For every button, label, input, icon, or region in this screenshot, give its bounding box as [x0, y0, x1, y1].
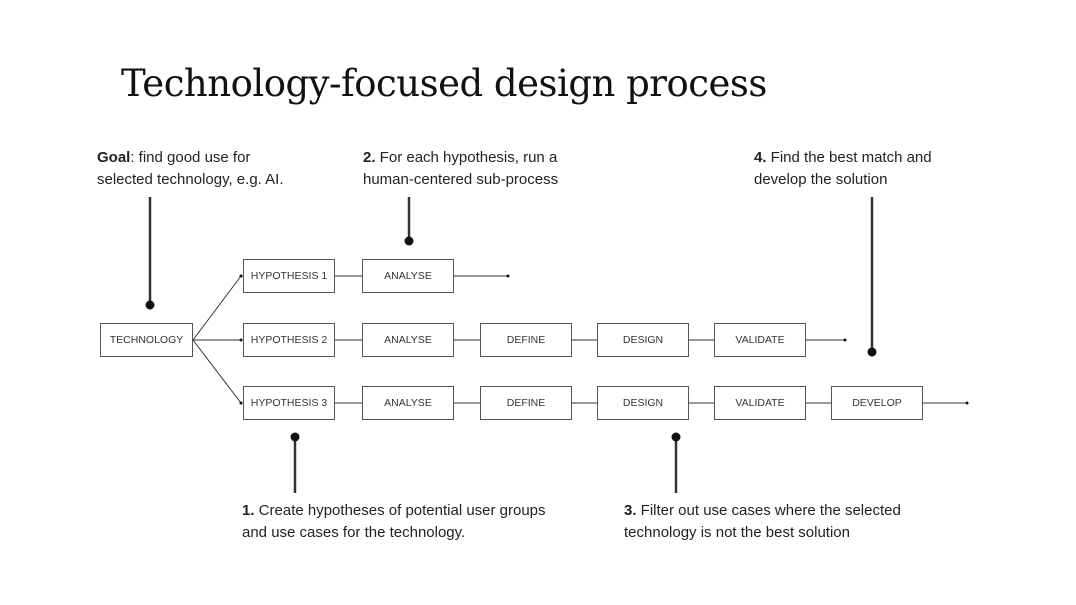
step-box-hypothesis-3: HYPOTHESIS 3: [243, 386, 335, 420]
note-step4-text: Find the best match and: [766, 149, 932, 166]
step-box-design: DESIGN: [597, 323, 689, 357]
note-step2: 2. For each hypothesis, run a human-cent…: [363, 147, 558, 191]
note-step2-text: For each hypothesis, run a: [375, 149, 558, 166]
step-box-validate: VALIDATE: [714, 323, 806, 357]
step3-pin-dot: [671, 432, 681, 442]
arrow-head: [239, 401, 243, 405]
note-goal-line2: selected technology, e.g. AI.: [97, 171, 284, 188]
arrow-head: [843, 338, 847, 342]
step-box-analyse: ANALYSE: [362, 259, 454, 293]
note-step3-text: Filter out use cases where the selected: [636, 502, 901, 519]
note-goal-text: : find good use for: [130, 149, 251, 166]
branch-arrow: [192, 339, 242, 404]
step4-pin-dot: [867, 347, 877, 357]
note-step4-line2: develop the solution: [754, 171, 888, 188]
branch-arrow: [192, 275, 242, 341]
note-step3: 3. Filter out use cases where the select…: [624, 500, 901, 544]
step-box-define: DEFINE: [480, 386, 572, 420]
step2-pin-dot: [404, 236, 414, 246]
step-box-validate: VALIDATE: [714, 386, 806, 420]
technology-box: TECHNOLOGY: [100, 323, 193, 357]
note-step1-text: Create hypotheses of potential user grou…: [254, 502, 546, 519]
step-box-hypothesis-1: HYPOTHESIS 1: [243, 259, 335, 293]
note-step3-label: 3.: [624, 502, 637, 519]
step1-pin-dot: [290, 432, 300, 442]
note-step3-line2: technology is not the best solution: [624, 524, 850, 541]
note-step2-line2: human-centered sub-process: [363, 171, 559, 188]
note-step1: 1. Create hypotheses of potential user g…: [242, 500, 546, 544]
step-box-design: DESIGN: [597, 386, 689, 420]
note-step1-line2: and use cases for the technology.: [242, 524, 466, 541]
step-box-hypothesis-2: HYPOTHESIS 2: [243, 323, 335, 357]
arrow-head: [239, 274, 243, 278]
arrow-head: [965, 401, 969, 405]
note-step2-label: 2.: [363, 149, 376, 166]
arrow-head: [506, 274, 510, 278]
note-goal-label: Goal: [97, 149, 131, 166]
note-step1-label: 1.: [242, 502, 255, 519]
page-title: Technology-focused design process: [121, 62, 767, 105]
step-box-analyse: ANALYSE: [362, 323, 454, 357]
goal-pin-dot: [145, 300, 155, 310]
note-goal: Goal: find good use for selected technol…: [97, 147, 284, 191]
arrow-head: [239, 338, 243, 342]
step-box-develop: DEVELOP: [831, 386, 923, 420]
note-step4: 4. Find the best match and develop the s…: [754, 147, 932, 191]
note-step4-label: 4.: [754, 149, 767, 166]
step-box-analyse: ANALYSE: [362, 386, 454, 420]
step-box-define: DEFINE: [480, 323, 572, 357]
